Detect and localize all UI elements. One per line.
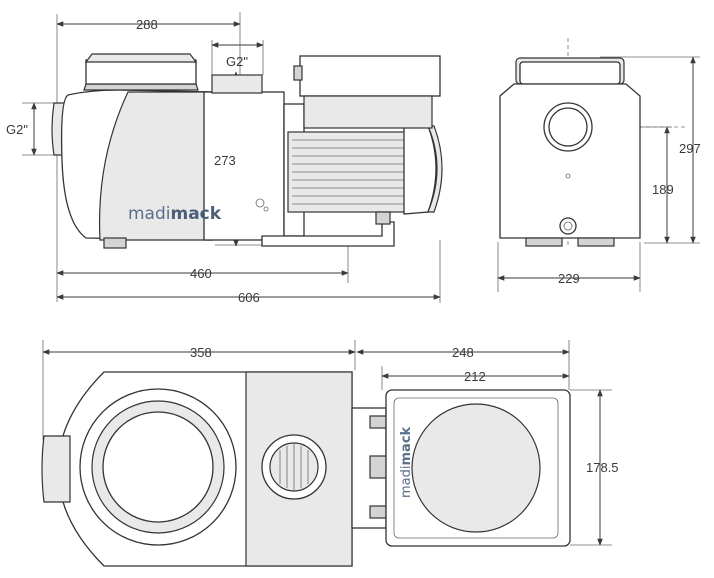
dim-motor-width: 178.5 — [586, 460, 619, 475]
brand-logo-side: madimack — [128, 204, 222, 224]
motor-fins — [292, 139, 404, 205]
dim-base-length: 460 — [190, 266, 212, 281]
dim-end-width: 229 — [558, 271, 580, 286]
dim-port-height: 273 — [214, 153, 236, 168]
dim-port-label: G2" — [226, 54, 248, 69]
dim-end-height: 297 — [679, 141, 701, 156]
end-view: 297 189 229 — [497, 38, 701, 292]
dim-end-inlet-height: 189 — [652, 182, 674, 197]
outlet-grille — [279, 444, 309, 490]
top-view: madimack 358 248 212 178.5 — [41, 340, 619, 567]
dim-inlet-label: G2" — [6, 122, 28, 137]
dim-motor-body-length: 212 — [464, 369, 486, 384]
side-view: madimack 288 G2" G2" 273 460 606 — [6, 12, 443, 305]
dim-pump-length: 358 — [190, 345, 212, 360]
dim-total-length: 606 — [238, 290, 260, 305]
brand-logo-top: madimack — [399, 426, 414, 498]
dim-motor-length: 248 — [452, 345, 474, 360]
dim-top-width: 288 — [136, 17, 158, 32]
